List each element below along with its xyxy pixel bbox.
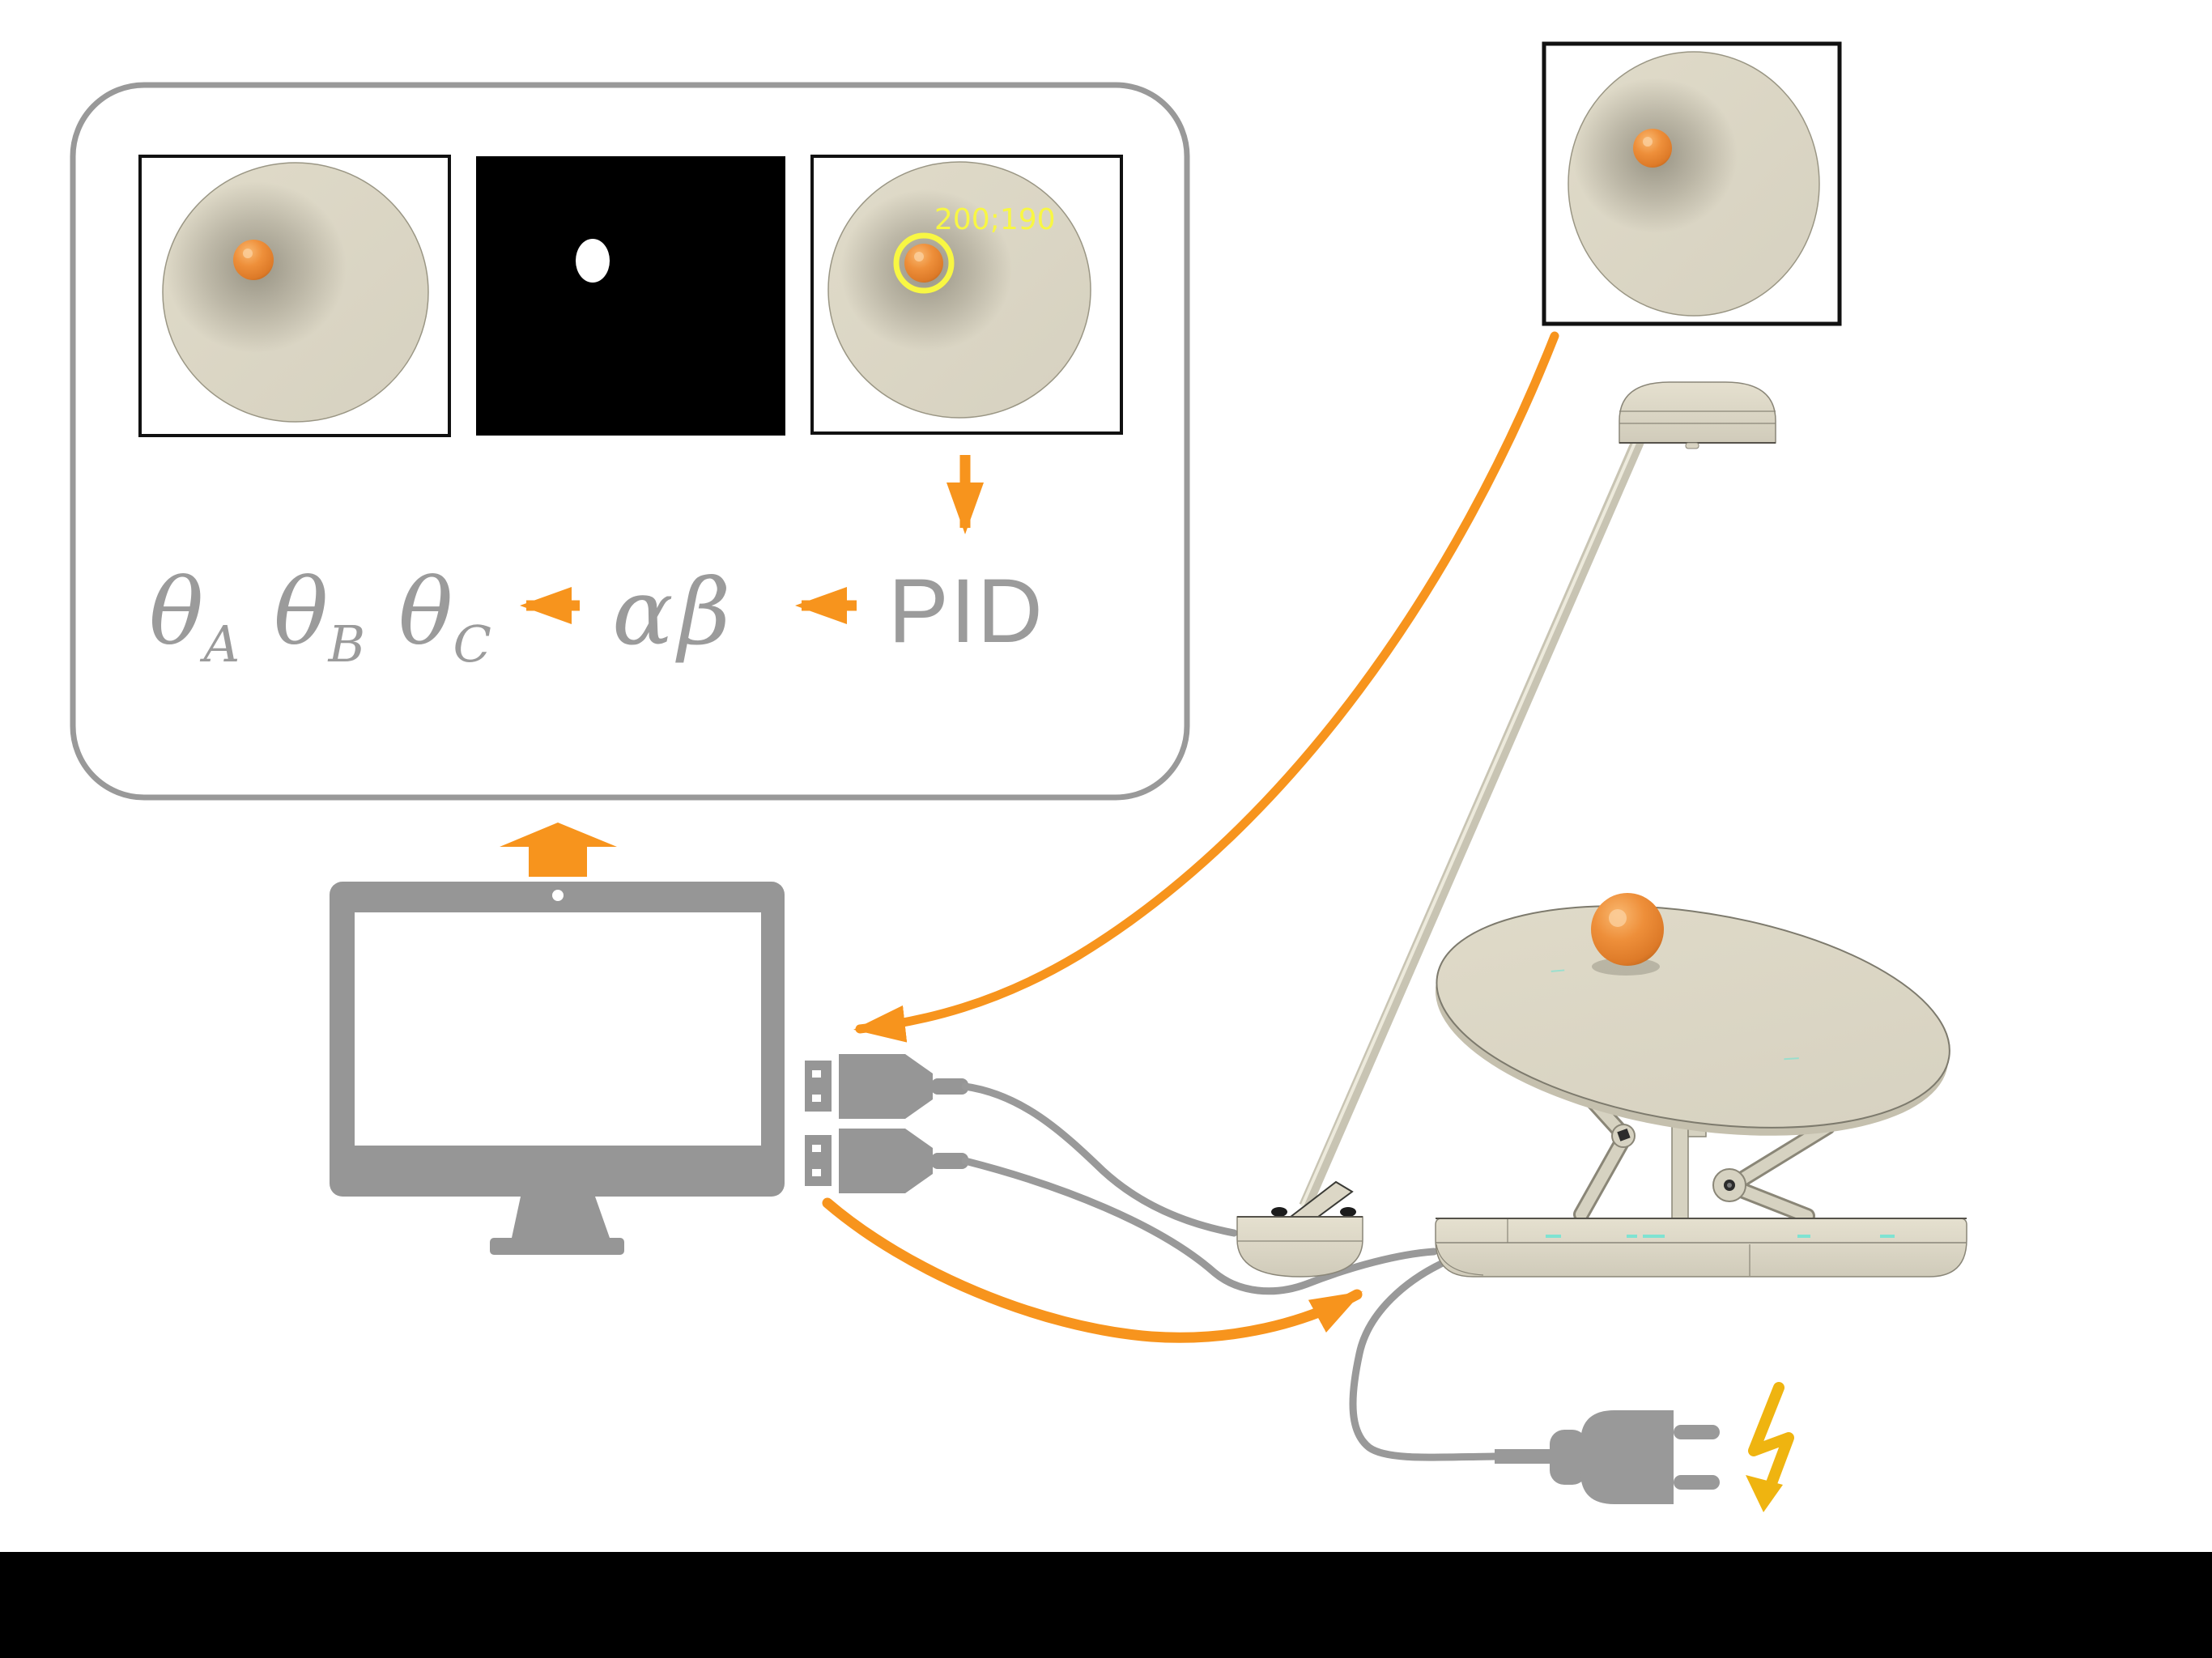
formula-pid-label: PID — [888, 560, 1044, 661]
camera-view-panel — [138, 155, 451, 437]
balance-platform — [1435, 893, 1967, 1278]
arrow-screen-to-box — [500, 823, 617, 877]
platform-linkage — [1564, 1070, 1836, 1224]
detection-ring — [893, 232, 955, 294]
ball-image — [233, 240, 274, 280]
camera-lens-nub — [1685, 442, 1699, 449]
camera-lamp-base — [1236, 1180, 1363, 1278]
usb-plug-lower — [805, 1129, 968, 1193]
camera-lamp-head — [1619, 381, 1776, 449]
lightning-bolt-icon — [1746, 1382, 1794, 1512]
formula-theta-c: θC — [398, 560, 491, 674]
arrow-camera-to-computer — [853, 331, 1559, 1043]
monitor-stand-base — [490, 1238, 624, 1255]
formula-alpha-beta: αβ — [612, 560, 735, 665]
power-plug — [1495, 1410, 1720, 1504]
webcam-dot — [552, 890, 564, 901]
monitor — [330, 882, 785, 1255]
monitor-screen — [355, 912, 761, 1146]
power-cable — [1349, 1259, 1499, 1461]
formula-theta-b: θB — [274, 560, 365, 674]
camera-view-frame — [1542, 41, 1842, 326]
platform-plate — [1435, 905, 1950, 1136]
formula: θA θB θC αβ PID — [149, 560, 1044, 674]
camera-lamp — [1236, 381, 1776, 1278]
usb-cable-platform — [961, 1157, 1438, 1295]
detection-panel: 200;190 — [810, 155, 1123, 435]
camera-lamp-pole — [1299, 436, 1645, 1209]
mask-blob — [576, 239, 610, 283]
platform-ball — [1591, 893, 1664, 966]
coordinates-label: 200;190 — [934, 203, 1056, 236]
formula-theta-a: θA — [149, 560, 240, 674]
threshold-mask-panel — [476, 156, 785, 436]
monitor-stand-neck — [512, 1197, 610, 1238]
usb-cable-camera — [961, 1082, 1238, 1237]
platform-base — [1435, 1218, 1967, 1278]
bottom-black-bar — [0, 1552, 2212, 1658]
usb-plug-upper — [805, 1054, 968, 1119]
arrow-computer-to-platform — [822, 1197, 1363, 1343]
pipeline-box: 200;190 θA θB θC αβ PID — [70, 82, 1190, 801]
